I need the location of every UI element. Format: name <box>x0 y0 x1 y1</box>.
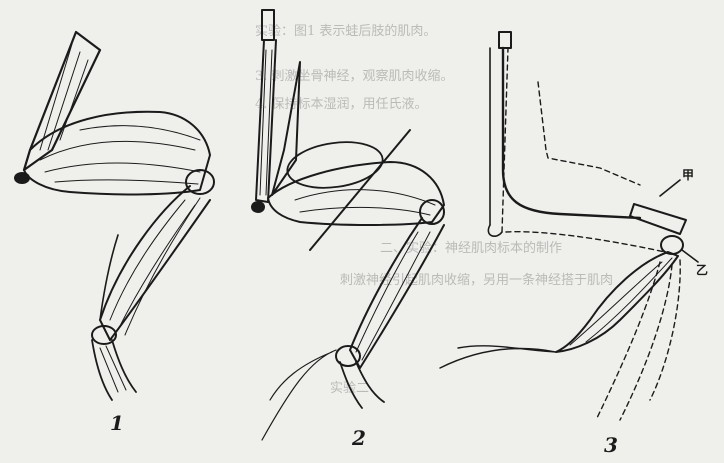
label-line-jia <box>660 180 680 196</box>
label-line-yi <box>682 250 698 262</box>
thigh-fibers <box>40 126 200 184</box>
bleed-line-1: 实验：图1 表示蛙后肢的肌肉。 <box>255 23 436 39</box>
removed-tissue-upper <box>538 82 640 185</box>
joint-yi <box>661 236 683 254</box>
bleed-line-4: 二、实验：神经肌肉标本的制作 <box>380 240 562 256</box>
figure-3-number: 3 <box>604 433 618 457</box>
nerve-probe <box>310 130 410 250</box>
support-rod <box>256 40 276 202</box>
figure-1-number: 1 <box>110 411 124 435</box>
figure-1-hindlimb: 1 <box>14 32 214 435</box>
support-rod-3 <box>503 48 640 218</box>
gastrocnemius-muscle <box>556 252 678 352</box>
thigh-fibers-2 <box>295 190 435 215</box>
pelvis-outline <box>24 32 100 170</box>
clamp-top-3 <box>499 32 511 48</box>
rod-hook <box>488 225 502 236</box>
foot-outline <box>92 340 136 400</box>
shank-outline <box>100 186 210 340</box>
figure-2-number: 2 <box>351 426 366 450</box>
nerve-threads-2 <box>262 350 336 440</box>
label-jia: 甲 <box>682 168 694 182</box>
thigh-outline <box>24 112 210 195</box>
bleed-line-3: 4. 保持标本湿润，用任氏液。 <box>255 97 428 112</box>
gastrocnemius-fibers <box>570 258 672 345</box>
rod-base <box>251 201 265 213</box>
isolated-muscle-belly <box>284 137 385 194</box>
pelvis-stump <box>14 172 30 184</box>
bleed-through-text: 实验：图1 表示蛙后肢的肌肉。 3. 刺激坐骨神经，观察肌肉收缩。 4. 保持标… <box>255 23 613 396</box>
bleed-line-2: 3. 刺激坐骨神经，观察肌肉收缩。 <box>255 68 454 84</box>
label-yi: 乙 <box>696 263 708 277</box>
tendon-thread <box>440 346 556 368</box>
clamp-plate <box>630 204 686 234</box>
